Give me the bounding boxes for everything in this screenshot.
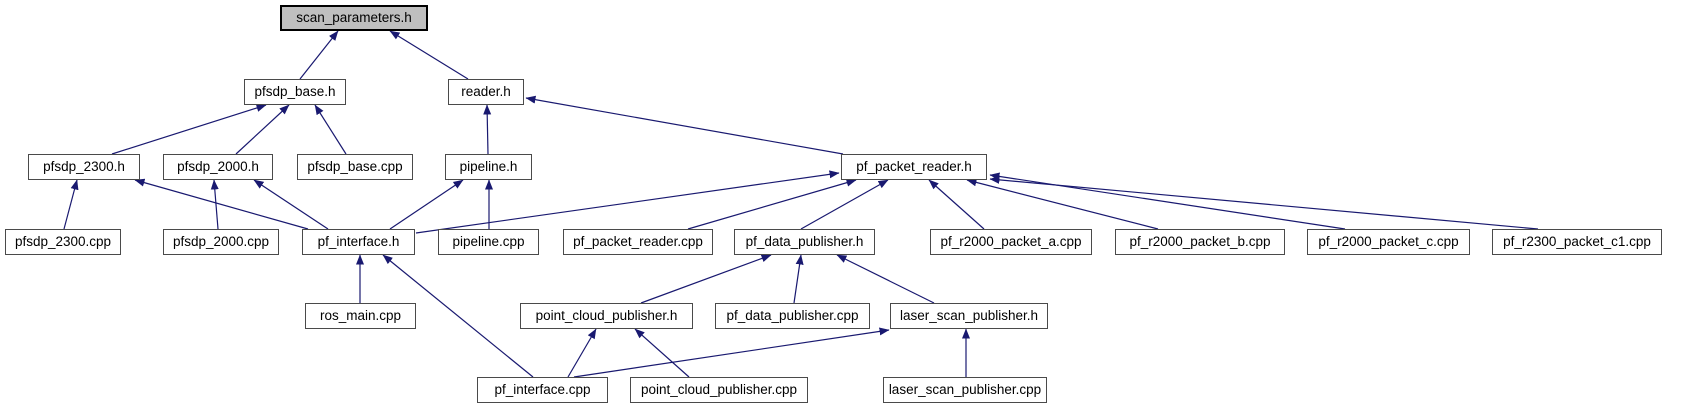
edge-pfsdp_2300_h-to-pfsdp_base_h <box>111 104 267 155</box>
edge-point_cloud_publisher_cpp-to-point_cloud_publisher_h <box>634 328 690 378</box>
graph-node-pipeline_cpp[interactable]: pipeline.cpp <box>438 229 539 255</box>
graph-node-point_cloud_publisher_cpp[interactable]: point_cloud_publisher.cpp <box>630 377 808 403</box>
graph-node-point_cloud_publisher_h[interactable]: point_cloud_publisher.h <box>520 303 693 329</box>
graph-node-pfsdp_base_h[interactable]: pfsdp_base.h <box>244 79 346 105</box>
edge-pfsdp_2000_h-to-pfsdp_base_h <box>235 104 290 155</box>
edge-pf_r2300_packet_c1_cpp-to-pf_packet_reader_h <box>989 175 1539 230</box>
edge-pf_packet_reader_cpp-to-pf_packet_reader_h <box>687 178 857 230</box>
graph-node-pfsdp_base_cpp[interactable]: pfsdp_base.cpp <box>297 154 413 180</box>
graph-node-ros_main_cpp[interactable]: ros_main.cpp <box>305 303 416 329</box>
edges-group <box>63 30 1539 378</box>
edge-pf_data_publisher_cpp-to-pf_data_publisher_h <box>793 254 804 304</box>
graph-node-pfsdp_2300_h[interactable]: pfsdp_2300.h <box>28 154 140 180</box>
graph-node-pf_interface_cpp[interactable]: pf_interface.cpp <box>477 377 608 403</box>
graph-node-pf_packet_reader_h[interactable]: pf_packet_reader.h <box>841 154 987 180</box>
edge-pfsdp_2000_cpp-to-pfsdp_2000_h <box>210 179 219 230</box>
graph-node-laser_scan_publisher_cpp[interactable]: laser_scan_publisher.cpp <box>883 377 1047 403</box>
edge-reader_h-to-scan_parameters_h <box>389 30 469 80</box>
edge-pf_interface_h-to-pf_packet_reader_h <box>415 170 840 234</box>
edge-pf_interface_h-to-pfsdp_2000_h <box>253 179 329 230</box>
graph-node-pipeline_h[interactable]: pipeline.h <box>445 154 532 180</box>
graph-node-pf_r2000_packet_a_cpp[interactable]: pf_r2000_packet_a.cpp <box>930 229 1092 255</box>
edge-pfsdp_base_cpp-to-pfsdp_base_h <box>314 104 347 155</box>
edge-pf_r2000_packet_c_cpp-to-pf_packet_reader_h <box>989 172 1346 230</box>
graph-node-pfsdp_2000_h[interactable]: pfsdp_2000.h <box>163 154 273 180</box>
graph-node-pf_r2300_packet_c1_cpp[interactable]: pf_r2300_packet_c1.cpp <box>1492 229 1662 255</box>
graph-node-pf_data_publisher_h[interactable]: pf_data_publisher.h <box>734 229 875 255</box>
edge-pf_r2000_packet_a_cpp-to-pf_packet_reader_h <box>928 179 985 230</box>
graph-node-pf_r2000_packet_b_cpp[interactable]: pf_r2000_packet_b.cpp <box>1115 229 1285 255</box>
graph-node-pf_packet_reader_cpp[interactable]: pf_packet_reader.cpp <box>563 229 713 255</box>
graph-node-laser_scan_publisher_h[interactable]: laser_scan_publisher.h <box>890 303 1048 329</box>
edge-pfsdp_base_h-to-scan_parameters_h <box>299 30 339 80</box>
edge-pf_r2000_packet_b_cpp-to-pf_packet_reader_h <box>966 178 1159 230</box>
graph-node-pf_interface_h[interactable]: pf_interface.h <box>302 229 415 255</box>
edge-pf_interface_h-to-pipeline_h <box>389 179 464 230</box>
edge-pf_interface_cpp-to-laser_scan_publisher_h <box>573 327 890 378</box>
graph-node-reader_h[interactable]: reader.h <box>448 79 524 105</box>
graph-node-scan_parameters_h: scan_parameters.h <box>280 5 428 31</box>
edge-point_cloud_publisher_h-to-pf_data_publisher_h <box>640 254 772 304</box>
edge-pf_packet_reader_h-to-reader_h <box>525 95 844 155</box>
edge-laser_scan_publisher_h-to-pf_data_publisher_h <box>836 254 935 304</box>
graph-node-pf_r2000_packet_c_cpp[interactable]: pf_r2000_packet_c.cpp <box>1307 229 1470 255</box>
edge-pf_interface_cpp-to-pf_interface_h <box>382 254 534 378</box>
edge-pfsdp_2300_cpp-to-pfsdp_2300_h <box>63 179 79 230</box>
edge-pf_interface_cpp-to-point_cloud_publisher_h <box>567 328 597 378</box>
edge-pf_interface_h-to-pfsdp_2300_h <box>134 178 309 230</box>
graph-node-pfsdp_2300_cpp[interactable]: pfsdp_2300.cpp <box>5 229 121 255</box>
graph-node-pfsdp_2000_cpp[interactable]: pfsdp_2000.cpp <box>163 229 279 255</box>
graph-node-pf_data_publisher_cpp[interactable]: pf_data_publisher.cpp <box>715 303 870 329</box>
edge-pf_data_publisher_h-to-pf_packet_reader_h <box>800 179 889 230</box>
edge-pipeline_h-to-reader_h <box>483 104 492 155</box>
